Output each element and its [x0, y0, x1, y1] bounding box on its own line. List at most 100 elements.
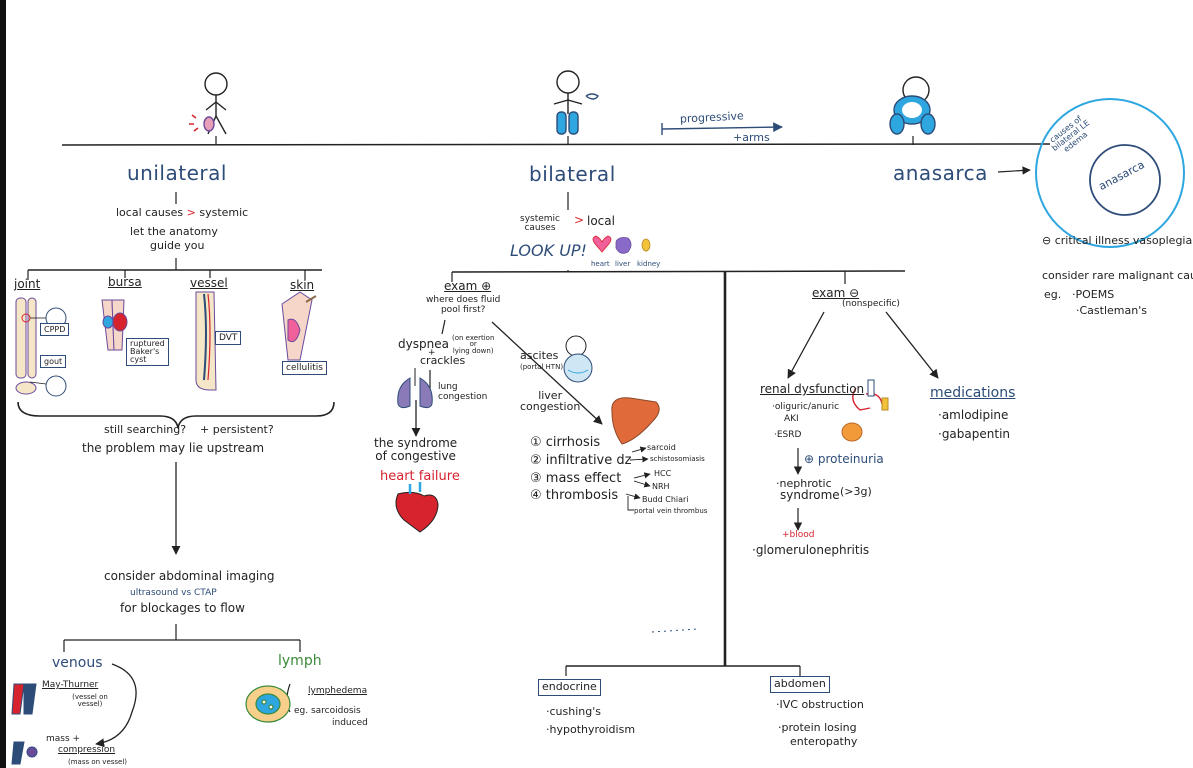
- cppd-box: CPPD: [40, 323, 70, 337]
- baker-line-1: ruptured: [130, 339, 165, 348]
- nephrotic-line-1: ·nephrotic: [776, 477, 832, 490]
- imaging-text: consider abdominal imaging: [104, 569, 275, 583]
- heart-label: heart: [591, 260, 610, 268]
- budd-chiari-text: Budd Chiari: [642, 495, 689, 504]
- endocrine-box: endocrine: [538, 679, 601, 696]
- systemic-text: systemic: [199, 206, 249, 219]
- thrombosis-item: ④ thrombosis: [530, 488, 619, 503]
- may-thurner-text: May-Thurner: [42, 680, 99, 690]
- liver-congestion-line-1: liver: [538, 389, 563, 402]
- mass-on-vessel-text: (mass on vessel): [68, 758, 128, 766]
- lymph-label: lymph: [278, 653, 322, 669]
- gabapentin-item: ·gabapentin: [938, 427, 1011, 441]
- schisto-text: schistosomiasis: [650, 455, 705, 463]
- infiltrative-item: ② infiltrative dz: [530, 453, 632, 468]
- upstream-text: the problem may lie upstream: [82, 441, 265, 455]
- local-systemic-line: local causes > systemic: [116, 206, 249, 220]
- heart-icon: [395, 482, 439, 533]
- lymphedema-text: lymphedema: [308, 686, 368, 696]
- heart-failure-text: heart failure: [380, 469, 460, 484]
- arms-label: +arms: [733, 131, 770, 144]
- persistent-text: + persistent?: [200, 423, 274, 436]
- protein-losing-line-1: ·protein losing: [778, 721, 857, 734]
- exertion-line-3: lying down): [452, 346, 494, 355]
- joint-label: joint: [14, 277, 41, 291]
- cellulitis-box: cellulitis: [282, 361, 327, 376]
- local-text: local: [587, 214, 615, 228]
- rare-malignant-note: consider rare malignant causes: [1042, 269, 1193, 282]
- ivc-obstruction-item: ·IVC obstruction: [776, 698, 864, 711]
- crackles-text: crackles: [420, 354, 466, 367]
- plus-sign: +: [428, 348, 436, 358]
- blockages-text: for blockages to flow: [120, 601, 245, 615]
- dyspnea-text: dyspnea: [398, 337, 449, 351]
- systemic-causes-line-2: causes: [524, 223, 556, 233]
- local-causes-text: local causes: [116, 206, 184, 219]
- liver-label: liver: [615, 260, 631, 268]
- lung-line-1: lung: [438, 382, 458, 392]
- lung-congestion-text: lung congestion: [438, 382, 488, 403]
- plus-blood-text: +blood: [782, 530, 815, 540]
- syndrome-line-1: the syndrome: [374, 436, 458, 450]
- glomerulonephritis-text: ·glomerulonephritis: [752, 543, 870, 557]
- left-border: [0, 0, 6, 768]
- portal-htn-text: (portal HTN): [520, 363, 564, 371]
- systemic-causes-line-1: systemic: [520, 214, 560, 224]
- greater-3g-text: (>3g): [840, 485, 872, 498]
- syndrome-line-2: of congestive: [375, 448, 456, 463]
- bladder-icon: [841, 379, 889, 442]
- anatomy-line-1: let the anatomy: [130, 225, 218, 238]
- congestive-text: the syndrome of congestive: [374, 437, 457, 462]
- exertion-line-1: (on exertion: [452, 334, 495, 342]
- oliguric-text: ·oliguric/anuric: [772, 402, 840, 412]
- abdomen-box: abdomen: [770, 676, 830, 693]
- hypothyroidism-item: ·hypothyroidism: [546, 723, 636, 736]
- exam-minus-text: exam ⊖: [812, 286, 860, 300]
- gout-box: gout: [40, 355, 67, 369]
- leg-icon: [15, 297, 37, 395]
- fluid-pool-line-1: where does fluid: [426, 295, 501, 305]
- stick-figure-icon: [889, 76, 936, 135]
- castleman-item: ·Castleman's: [1076, 304, 1147, 317]
- skin-label: skin: [290, 278, 315, 292]
- vessel-label: vessel: [190, 276, 228, 290]
- lung-line-2: congestion: [438, 391, 488, 402]
- lymph-node-icon: [245, 685, 291, 723]
- amlodipine-item: ·amlodipine: [938, 408, 1009, 422]
- still-searching-text: still searching?: [104, 423, 187, 436]
- induced-text: induced: [332, 718, 368, 728]
- esrd-text: ·ESRD: [774, 430, 802, 440]
- cirrhosis-item: ① cirrhosis: [530, 435, 601, 450]
- anatomy-line-2: guide you: [150, 239, 205, 252]
- venous-label: venous: [52, 655, 103, 671]
- portal-vein-text: portal vein thrombus: [634, 507, 708, 515]
- kidney-label: kidney: [637, 260, 661, 268]
- exam-plus-text: exam ⊕: [444, 279, 492, 293]
- mass-line-2: compression: [58, 745, 116, 755]
- ascites-text: ascites: [520, 349, 559, 362]
- nonspecific-text: (nonspecific): [842, 299, 900, 309]
- sarcoidosis-text: eg. sarcoidosis: [294, 706, 361, 716]
- liver-congestion-text: liver congestion: [520, 390, 580, 412]
- renal-dysfunction-text: renal dysfunction: [760, 382, 865, 396]
- vessel-on-vessel-text: (vessel on vessel): [72, 693, 108, 708]
- critical-illness-note: ⊖ critical illness vasoplegia: [1042, 234, 1193, 247]
- cushings-item: ·cushing's: [546, 705, 601, 718]
- exertion-line-2: or: [469, 340, 477, 349]
- us-ctap-text: ultrasound vs CTAP: [130, 588, 217, 598]
- fluid-pool-question: where does fluid pool first?: [426, 295, 501, 316]
- liver-icon: [611, 397, 660, 445]
- systemic-causes-text: systemic causes: [520, 215, 560, 233]
- baker-line-3: cyst: [130, 355, 147, 364]
- baker-cyst-box: ruptured Baker's cyst: [126, 338, 169, 366]
- aki-text: AKI: [784, 414, 799, 424]
- proteinuria-text: ⊕ proteinuria: [804, 452, 884, 466]
- mass-effect-item: ③ mass effect: [530, 471, 622, 486]
- mass-line-1: mass +: [46, 734, 81, 744]
- liver-congestion-line-2: congestion: [520, 400, 581, 413]
- critical-illness-text: critical illness vasoplegia: [1054, 234, 1193, 247]
- nephrotic-line-2: syndrome: [780, 488, 840, 502]
- look-up-text: LOOK UP!: [510, 241, 587, 260]
- lungs-icon: [397, 368, 433, 409]
